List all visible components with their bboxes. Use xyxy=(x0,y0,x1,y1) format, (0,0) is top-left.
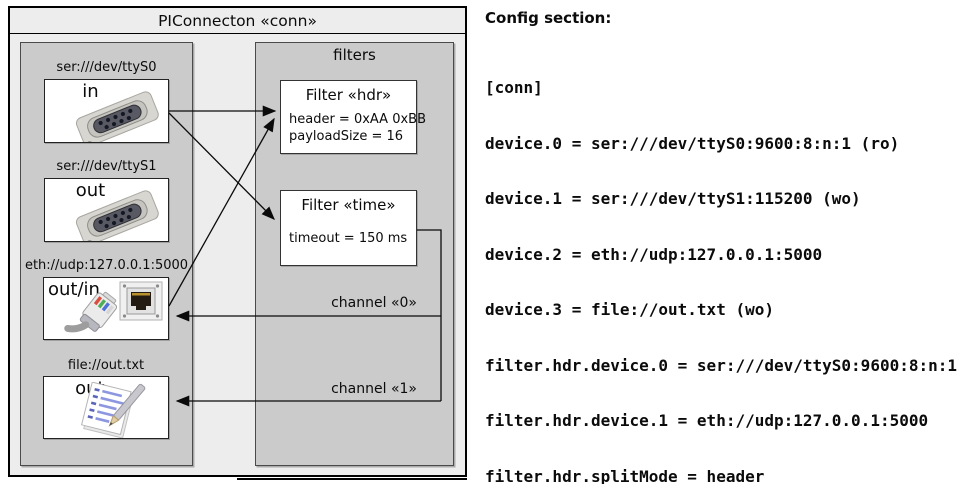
device-port-label: out/in xyxy=(48,279,100,300)
device-box-eth: out/in xyxy=(43,277,169,340)
filters-panel-title: filters xyxy=(333,46,376,64)
device-url-ttys1: ser:///dev/ttyS1 xyxy=(56,159,157,174)
device-url-file: file://out.txt xyxy=(67,358,145,373)
filter-time-box: Filter «time» timeout = 150 ms xyxy=(280,190,417,266)
device-box-ttys1: out xyxy=(44,178,169,242)
filter-time-title: Filter «time» xyxy=(301,196,396,214)
channel-0-label: channel «0» xyxy=(331,295,417,311)
device-box-file: out xyxy=(43,376,169,439)
config-line: device.1 = ser:///dev/ttyS1:115200 (wo) xyxy=(485,189,861,208)
notepad-pencil-icon xyxy=(80,382,146,438)
ethernet-cable-plug-icon xyxy=(64,291,118,333)
config-line: filter.hdr.splitMode = header xyxy=(485,466,765,484)
config-line: [conn] xyxy=(485,78,543,97)
device-box-ttys0: in xyxy=(44,79,169,143)
config-text-block: [conn] device.0 = ser:///dev/ttyS0:9600:… xyxy=(485,42,964,484)
filter-time-attr-timeout: timeout = 150 ms xyxy=(289,231,408,246)
config-line: device.0 = ser:///dev/ttyS0:9600:8:n:1 (… xyxy=(485,133,900,153)
config-line: device.3 = file://out.txt (wo) xyxy=(485,300,774,319)
filter-hdr-title: Filter «hdr» xyxy=(305,86,392,104)
config-line: filter.hdr.device.1 = eth://udp:127.0.0.… xyxy=(485,411,929,430)
config-line: device.2 = eth://udp:127.0.0.1:5000 xyxy=(485,244,823,264)
channel-1-label: channel «1» xyxy=(331,381,417,397)
component-title: PIConnecton «conn» xyxy=(158,11,317,30)
filter-hdr-attr-header: header = 0xAA 0xBB xyxy=(289,112,427,127)
filter-hdr-attr-payloadsize: payloadSize = 16 xyxy=(289,128,404,144)
serial-db9-icon xyxy=(75,91,159,142)
outer-box-bottom-shadow xyxy=(237,478,467,480)
component-title-bar: PIConnecton «conn» xyxy=(10,8,465,34)
device-url-eth: eth://udp:127.0.0.1:5000 xyxy=(24,258,189,273)
ethernet-jack-icon xyxy=(119,281,163,321)
serial-db9-icon xyxy=(75,190,159,241)
device-port-label: in xyxy=(82,81,99,102)
config-line: filter.hdr.device.0 = ser:///dev/ttyS0:9… xyxy=(485,355,958,375)
device-port-label: out xyxy=(75,180,106,201)
device-url-ttys0: ser:///dev/ttyS0 xyxy=(56,60,157,75)
config-section-heading: Config section: xyxy=(485,9,612,27)
filter-hdr-box: Filter «hdr» header = 0xAA 0xBB payloadS… xyxy=(280,80,426,154)
